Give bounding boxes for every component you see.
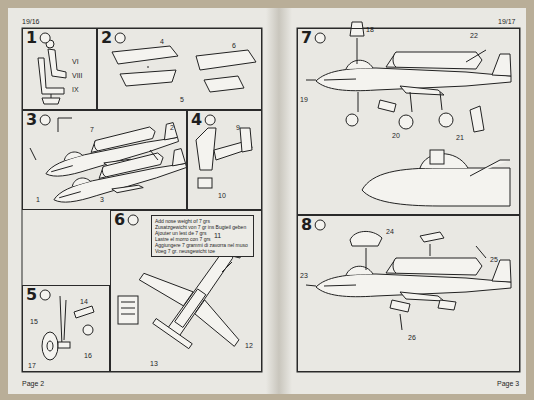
glue-icon: [40, 290, 50, 300]
page-number: Page 2: [22, 380, 44, 387]
callout-number: 12: [245, 342, 253, 349]
callout-number: IX: [72, 86, 79, 93]
note-text: Lastre el morro con 7 grs: [155, 236, 250, 242]
step-number: 8: [301, 217, 312, 233]
callout-number: 5: [180, 96, 184, 103]
step-number: 6: [114, 212, 125, 228]
glue-icon: [315, 33, 325, 43]
callout-number: 1: [36, 196, 40, 203]
callout-number: 19/16: [22, 18, 40, 25]
note-text: Voeg 7 gr. neusgewicht toe: [155, 248, 250, 254]
callout-number: 3: [100, 196, 104, 203]
step-number: 2: [101, 30, 112, 46]
callout-number: 22: [470, 32, 478, 39]
glue-icon: [315, 220, 325, 230]
callout-number: 26: [408, 334, 416, 341]
callout-number: 4: [160, 38, 164, 45]
note-text: Aggiungere 7 grammi di zavorra nel muso: [155, 242, 250, 248]
step-number: 7: [301, 30, 312, 46]
step-panel: 8: [297, 215, 520, 372]
step-panel: 1: [22, 28, 97, 110]
step-panel: 6 Add nose weight of 7 grsZusatzgewicht v…: [110, 210, 262, 372]
step-number: 1: [26, 30, 37, 46]
step-number: 4: [191, 112, 202, 128]
callout-number: 19: [300, 96, 308, 103]
step-panel: 2: [97, 28, 262, 110]
step-number: 5: [26, 287, 37, 303]
glue-icon: [40, 33, 50, 43]
step-number: 3: [26, 112, 37, 128]
note-text: Ajouter un lest de 7 grs: [155, 230, 250, 236]
callout-number: 24: [386, 228, 394, 235]
step-panel: 3: [22, 110, 187, 210]
callout-number: 14: [80, 298, 88, 305]
callout-number: VIII: [72, 72, 83, 79]
callout-number: 19/17: [498, 18, 516, 25]
callout-number: 25: [490, 256, 498, 263]
glue-icon: [40, 115, 50, 125]
callout-number: VI: [72, 58, 79, 65]
callout-number: 23: [300, 272, 308, 279]
callout-number: 17: [28, 362, 36, 369]
callout-number: 10: [218, 192, 226, 199]
note-text: Add nose weight of 7 grs: [155, 218, 250, 224]
callout-number: 2: [170, 124, 174, 131]
glue-icon: [205, 115, 215, 125]
note-box: Add nose weight of 7 grsZusatzgewicht vo…: [151, 215, 254, 257]
callout-number: 7: [90, 126, 94, 133]
callout-number: 20: [392, 132, 400, 139]
callout-number: 15: [30, 318, 38, 325]
callout-number: 16: [84, 352, 92, 359]
callout-number: 21: [456, 134, 464, 141]
callout-number: 18: [366, 26, 374, 33]
callout-number: 13: [150, 360, 158, 367]
callout-number: 11: [214, 232, 221, 239]
note-text: Zusatzgewicht von 7 gr ins Bugteil geben: [155, 224, 250, 230]
page-number: Page 3: [497, 380, 519, 387]
step-panel: 7: [297, 28, 520, 215]
callout-number: 6: [232, 42, 236, 49]
glue-icon: [128, 215, 138, 225]
callout-number: 9: [236, 124, 240, 131]
step-panel: 5: [22, 285, 110, 372]
glue-icon: [115, 33, 125, 43]
